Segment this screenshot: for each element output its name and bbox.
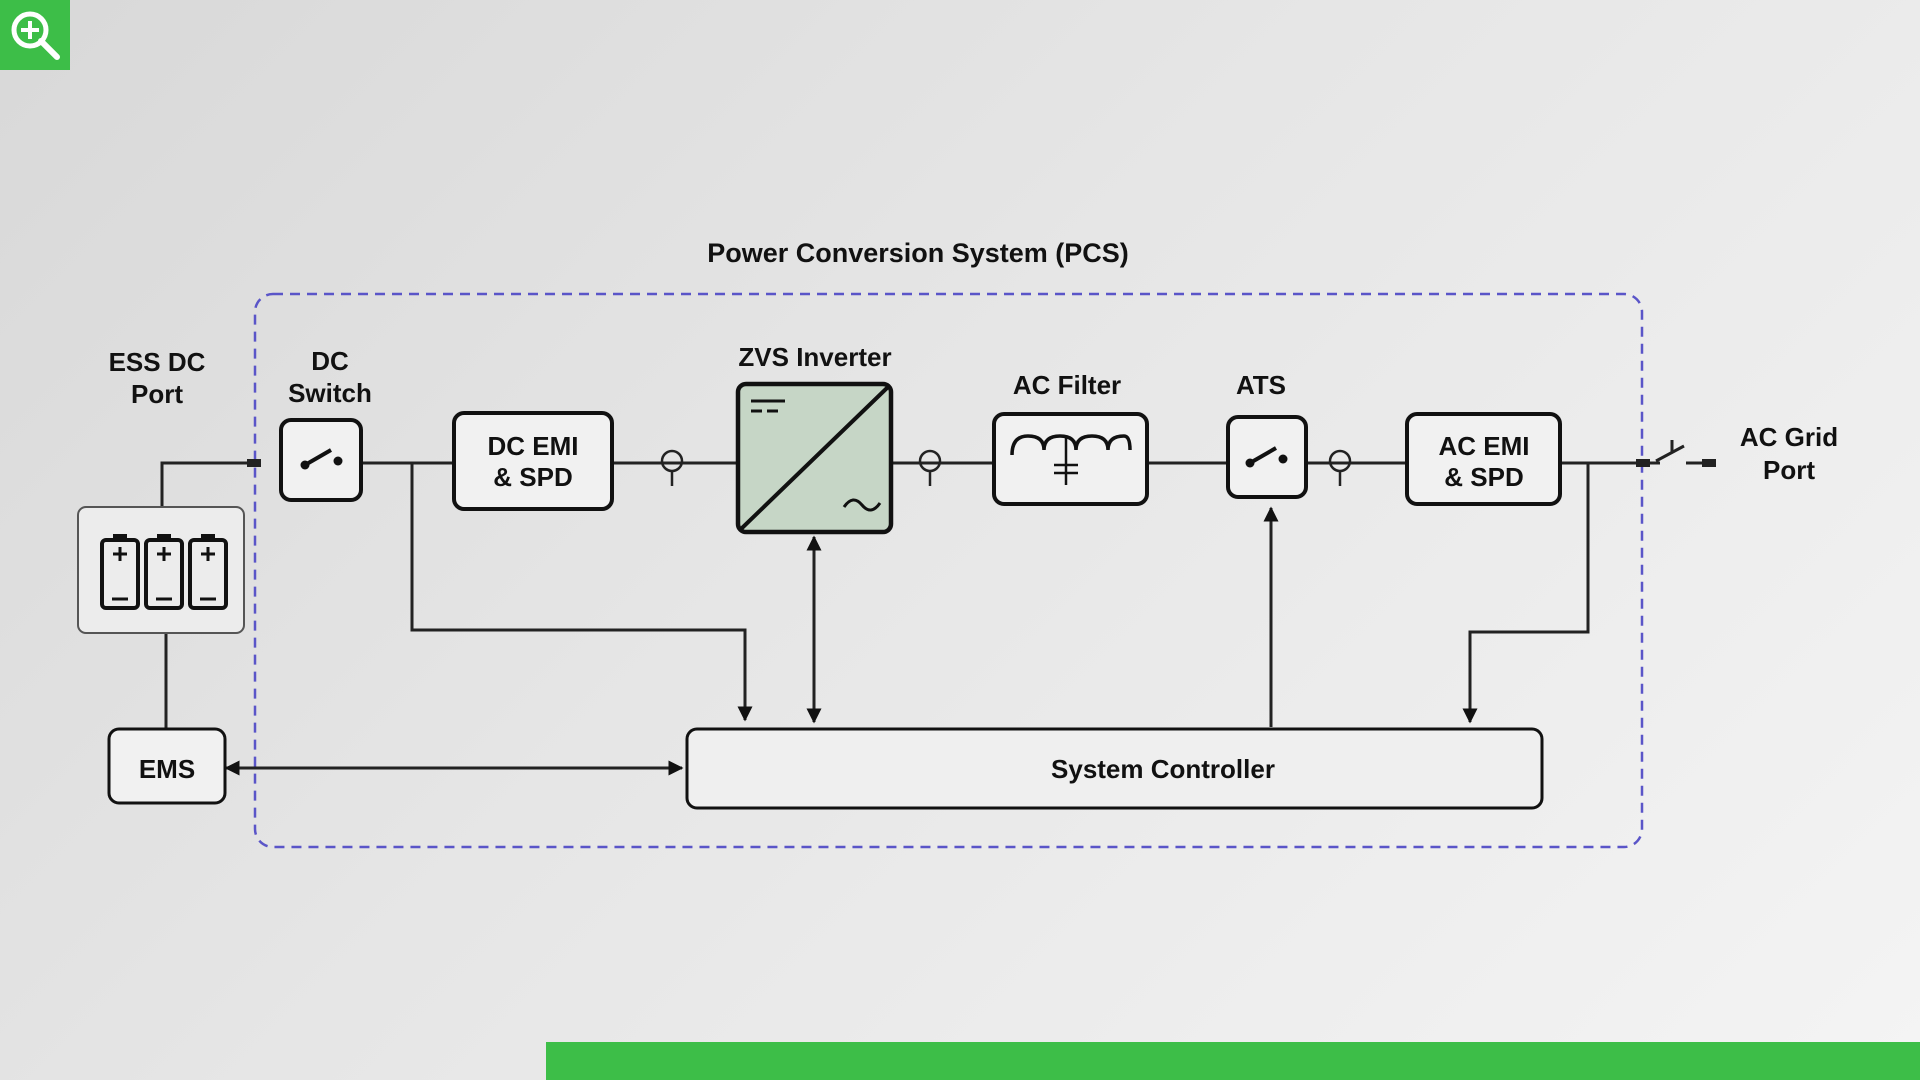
zoom-in-button[interactable] [0, 0, 70, 70]
ats-label: ATS [1236, 370, 1286, 400]
current-sensor-icon [1328, 449, 1352, 486]
ac-emi-label: AC EMI [1439, 431, 1530, 461]
ac-emi-label-line2: & SPD [1444, 462, 1523, 492]
battery-icon [100, 534, 140, 610]
diagram-title: Power Conversion System (PCS) [707, 238, 1129, 268]
current-sensor-icon [918, 449, 942, 486]
ac-filter-block [992, 412, 1149, 506]
dc-switch-label-line2: Switch [288, 378, 372, 408]
zvs-inverter-label: ZVS Inverter [738, 342, 891, 372]
switch-icon [1245, 446, 1288, 468]
battery-pack [77, 506, 245, 634]
system-controller-label: System Controller [1051, 754, 1275, 784]
ac-emi-spd-block [1405, 412, 1562, 506]
dc-emi-label-line2: & SPD [493, 462, 572, 492]
lc-filter-icon [1010, 434, 1132, 485]
dc-sense-to-controller-arrow [410, 463, 753, 722]
ac-filter-label: AC Filter [1013, 370, 1121, 400]
ess-dc-port-label-line2: Port [131, 379, 183, 409]
dc-port-terminal [247, 459, 261, 467]
battery-to-port-wire [160, 461, 253, 506]
dc-symbol-icon [751, 399, 785, 413]
ess-dc-port-label: ESS DC [109, 347, 206, 377]
ac-grid-port-label: AC Grid [1740, 422, 1838, 452]
dc-emi-spd-block [452, 411, 614, 511]
dc-switch-block [279, 418, 363, 502]
dc-switch-label: DC [311, 346, 349, 376]
current-sensor-icon [660, 449, 684, 486]
pcs-boundary [253, 292, 1644, 849]
footer-accent-bar [546, 1042, 1920, 1080]
ats-block [1226, 415, 1308, 499]
ems-block [107, 727, 227, 805]
battery-icon [188, 534, 228, 610]
zvs-inverter-block [735, 381, 894, 535]
zoom-in-icon [11, 11, 60, 60]
grid-breaker-icon [1636, 440, 1716, 467]
system-controller-block [685, 727, 1544, 810]
ac-symbol-icon [842, 498, 882, 512]
switch-icon [300, 448, 343, 470]
ac-sense-to-controller-arrow [1462, 463, 1590, 724]
ems-label: EMS [139, 754, 195, 784]
ac-grid-port-label-line2: Port [1763, 455, 1815, 485]
dc-emi-label: DC EMI [488, 431, 579, 461]
battery-icon [144, 534, 184, 610]
